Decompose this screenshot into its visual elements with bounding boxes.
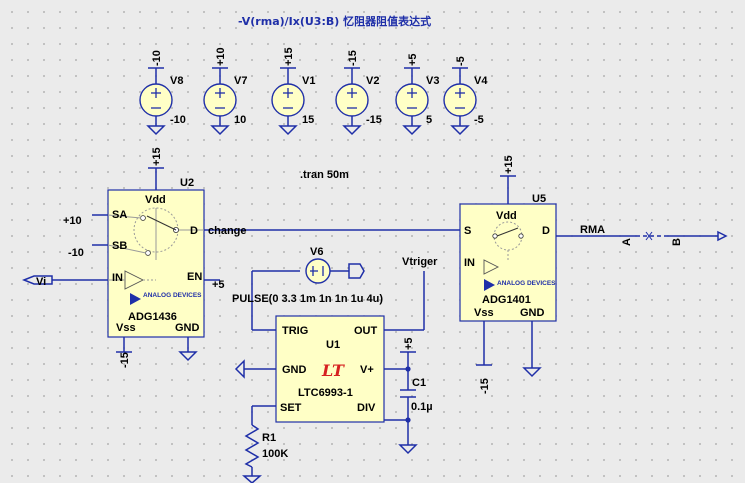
u5-pin-gnd: GND (520, 307, 545, 319)
tran-directive[interactable]: .tran 50m (300, 169, 349, 181)
vi-label: Vi (36, 276, 46, 288)
ground-symbol (178, 351, 198, 362)
source-value: -5 (474, 114, 484, 126)
adi-logo-icon (484, 279, 495, 291)
source-value: 5 (426, 114, 432, 126)
c1-name: C1 (412, 377, 426, 389)
u2-sa-voltage: +10 (63, 215, 82, 227)
u1-pin-trig: TRIG (282, 325, 308, 337)
vtriger-net-label: Vtriger (402, 256, 438, 268)
voltage-source-v3[interactable]: +5V3 5 (395, 53, 439, 136)
u5-ref: U5 (532, 193, 546, 205)
source-value: 10 (234, 114, 246, 126)
u1-supply-label: +5 (403, 337, 415, 350)
source-node-label: -15 (347, 50, 359, 66)
u2-supply-label: +15 (151, 147, 163, 166)
ground-symbol (398, 444, 418, 455)
rma-net-label: RMA (580, 224, 605, 236)
u1-pin-out: OUT (354, 325, 378, 337)
u5-adg1401[interactable]: +15 U5 Vdd S D IN ANALOG DEVICES ADG1401… (459, 155, 557, 394)
source-name: V1 (302, 75, 315, 87)
u2-pin-vss: Vss (116, 322, 136, 334)
v6-port (348, 263, 365, 279)
u5-pin-d: D (542, 225, 550, 237)
u1-ltc6993[interactable]: TRIG OUT U1 GND V+ LT LTC6993-1 SET DIV (275, 315, 385, 423)
ground-symbol (342, 125, 362, 136)
u2-en-voltage: +5 (212, 279, 225, 291)
source-node-label: +10 (215, 47, 227, 66)
source-name: V3 (426, 75, 439, 87)
ground-symbol (278, 125, 298, 136)
adi-logo-icon (130, 293, 141, 305)
u2-pin-vdd: Vdd (145, 194, 166, 206)
source-name: V2 (366, 75, 379, 87)
u5-pin-s: S (464, 225, 471, 237)
u2-part: ADG1436 (128, 311, 177, 323)
ground-symbol (450, 125, 470, 136)
u2-logo-text: ANALOG DEVICES (143, 292, 202, 299)
u1-part: LTC6993-1 (298, 387, 353, 399)
source-name: V4 (474, 75, 488, 87)
source-value: -15 (366, 114, 382, 126)
voltage-source-v4[interactable]: -5V4-5 (443, 56, 488, 136)
output-arrow-icon (717, 230, 728, 242)
u2-pin-gnd: GND (175, 322, 200, 334)
u2-pin-d: D (190, 225, 198, 237)
source-name: V7 (234, 75, 247, 87)
u5-part: ADG1401 (482, 294, 531, 306)
u2-vss-voltage: -15 (119, 352, 131, 368)
u2-pin-sa: SA (112, 209, 127, 221)
v6-spec: PULSE(0 3.3 1m 1n 1n 1u 4u) (232, 293, 383, 305)
u5-body[interactable] (459, 203, 557, 322)
u2-pin-in: IN (112, 272, 123, 284)
ground-symbol (522, 367, 542, 378)
u1-pin-div: DIV (357, 402, 376, 414)
source-name: V8 (170, 75, 183, 87)
r1-value: 100K (262, 448, 288, 460)
change-net-label: change (208, 225, 247, 237)
ground-symbol (402, 125, 422, 136)
memristor-pin-b: B (671, 238, 683, 246)
source-node-label: -10 (151, 50, 163, 66)
u1-pin-set: SET (280, 402, 302, 414)
c1-value: 0.1µ (411, 401, 433, 413)
ground-symbol (234, 359, 245, 379)
u2-adg1436[interactable]: +15 Vdd SA SB D IN EN Vss GND U2 ADG1436… (63, 147, 225, 368)
u1-body[interactable] (275, 315, 385, 423)
u5-pin-vss: Vss (474, 307, 494, 319)
ground-symbol (210, 125, 230, 136)
u2-sb-voltage: -10 (68, 247, 84, 259)
u5-supply-label: +15 (503, 155, 515, 174)
u5-pin-in: IN (464, 257, 475, 269)
source-value: -10 (170, 114, 186, 126)
u1-pin-gnd: GND (282, 364, 307, 376)
r1-name: R1 (262, 432, 276, 444)
u2-pin-en: EN (187, 271, 202, 283)
ground-symbol (146, 125, 166, 136)
ground-symbol (242, 475, 262, 483)
u5-logo-text: ANALOG DEVICES (497, 280, 556, 287)
source-node-label: -5 (455, 56, 467, 66)
u5-pin-vdd: Vdd (496, 210, 517, 222)
source-node-label: +15 (283, 47, 295, 66)
u1-pin-vplus: V+ (360, 364, 374, 376)
u2-pin-sb: SB (112, 240, 127, 252)
r1-resistor[interactable] (244, 424, 260, 468)
lt-logo-icon: LT (321, 361, 345, 380)
source-node-label: +5 (407, 53, 419, 66)
u5-vss-voltage: -15 (479, 378, 491, 394)
u2-ref: U2 (180, 177, 194, 189)
v6-name: V6 (310, 246, 323, 258)
u1-ref: U1 (326, 339, 340, 351)
memristor-pin-a: A (621, 238, 633, 246)
source-value: 15 (302, 114, 314, 126)
diagram-title: -V(rma)/Ix(U3:B) 忆阻器阻值表达式 (238, 14, 431, 28)
